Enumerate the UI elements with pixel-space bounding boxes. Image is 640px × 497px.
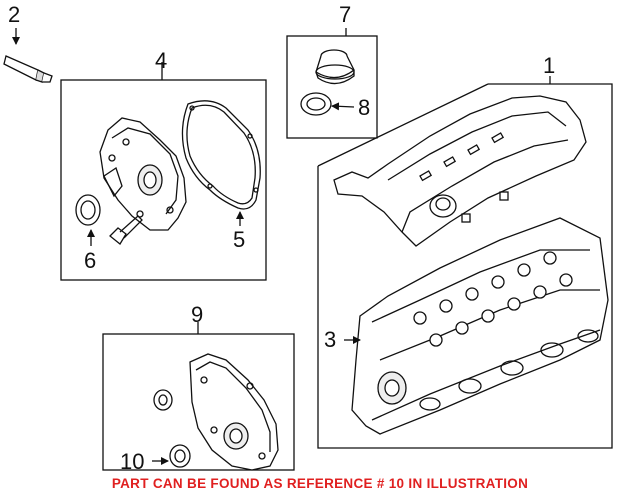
group-box-part-7 <box>286 35 378 139</box>
reference-note: PART CAN BE FOUND AS REFERENCE # 10 IN I… <box>111 476 529 491</box>
callout-2: 2 <box>8 2 20 27</box>
oil-filler-cap-part-7 <box>315 49 355 85</box>
callout-7: 7 <box>339 2 351 27</box>
callout-1: 1 <box>543 53 555 78</box>
shaft-seal-part-6 <box>75 194 101 226</box>
callout-3: 3 <box>324 327 336 352</box>
callout-4: 4 <box>155 48 167 73</box>
cylinder-head <box>351 217 609 435</box>
group-box-part-9 <box>102 333 295 471</box>
valve-cover <box>333 95 587 247</box>
upper-timing-cover-part-4 <box>99 117 187 231</box>
sealant-tube-part-2 <box>3 28 53 83</box>
callout-9: 9 <box>191 302 203 327</box>
callout-5: 5 <box>233 227 245 252</box>
callout-6: 6 <box>84 248 96 273</box>
cover-bolt <box>109 215 143 245</box>
callout-10: 10 <box>120 449 144 474</box>
cap-seal-part-8 <box>300 92 332 116</box>
callout-8: 8 <box>358 95 370 120</box>
lower-timing-cover-part-9 <box>189 353 279 471</box>
shaft-seal-small <box>153 389 173 411</box>
shaft-seal-part-10 <box>169 444 191 468</box>
cover-gasket-part-5 <box>181 100 261 210</box>
group-box-part-4 <box>60 79 267 281</box>
